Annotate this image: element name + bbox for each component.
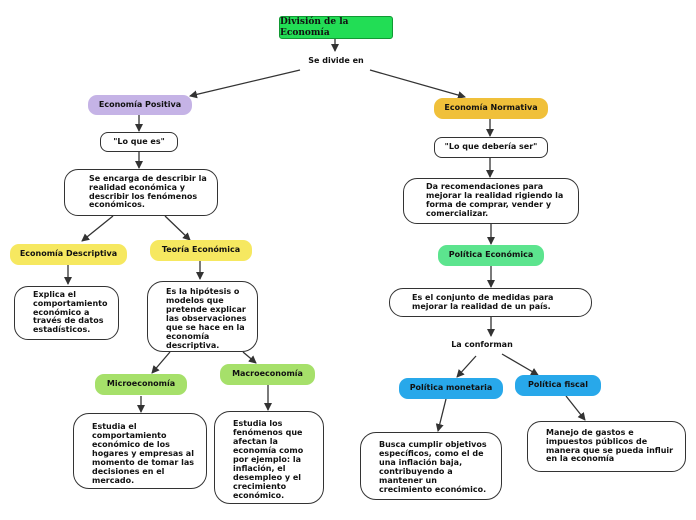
node-macro-description: Estudia los fenómenos que afectan la eco… — [214, 411, 324, 504]
node-economia-positiva: Economía Positiva — [88, 95, 192, 115]
node-normativa-description: Da recomendaciones para mejorar la reali… — [403, 178, 579, 224]
node-fiscal-description: Manejo de gastos e impuestos públicos de… — [527, 421, 686, 472]
connector-label-conforman: La conforman — [451, 339, 513, 349]
node-politica-fiscal: Política fiscal — [515, 375, 601, 396]
edge-teoria-micro — [151, 351, 171, 374]
edge-desc-descriptiva — [81, 215, 114, 242]
edge-desc-teoria — [164, 215, 191, 241]
edge-teoria-macro — [242, 351, 257, 364]
node-teoria-description: Es la hipótesis o modelos que pretende e… — [147, 281, 258, 352]
connector-label-divide: Se divide en — [308, 55, 364, 65]
edge-conforman-monetaria — [456, 355, 477, 378]
node-politica-description: Es el conjunto de medidas para mejorar l… — [389, 288, 592, 317]
node-economia-normativa: Economía Normativa — [434, 98, 548, 119]
node-microeconomia: Microeconomía — [95, 374, 187, 395]
edge-divide-normativa — [369, 69, 466, 99]
node-positiva-description: Se encarga de describir la realidad econ… — [64, 169, 218, 216]
node-micro-description: Estudia el comportamiento económico de l… — [73, 413, 207, 489]
node-descriptiva-description: Explica el comportamiento económico a tr… — [14, 286, 119, 340]
node-economia-descriptiva: Economía Descriptiva — [10, 244, 127, 265]
diagram-title: División de la Economía — [279, 16, 393, 39]
node-lo-que-es: "Lo que es" — [100, 132, 178, 152]
node-monetaria-description: Busca cumplir objetivos específicos, com… — [360, 432, 502, 500]
edge-fiscal-desc — [565, 395, 586, 421]
node-lo-que-deberia-ser: "Lo que debería ser" — [434, 137, 548, 158]
node-politica-economica: Política Económica — [438, 245, 544, 266]
node-politica-monetaria: Política monetaria — [399, 378, 503, 399]
node-macroeconomia: Macroeconomía — [220, 364, 315, 385]
edge-monetaria-desc — [435, 398, 447, 432]
edge-conforman-fiscal — [501, 353, 539, 376]
node-teoria-economica: Teoría Económica — [150, 240, 252, 261]
edge-divide-positiva — [189, 69, 301, 99]
